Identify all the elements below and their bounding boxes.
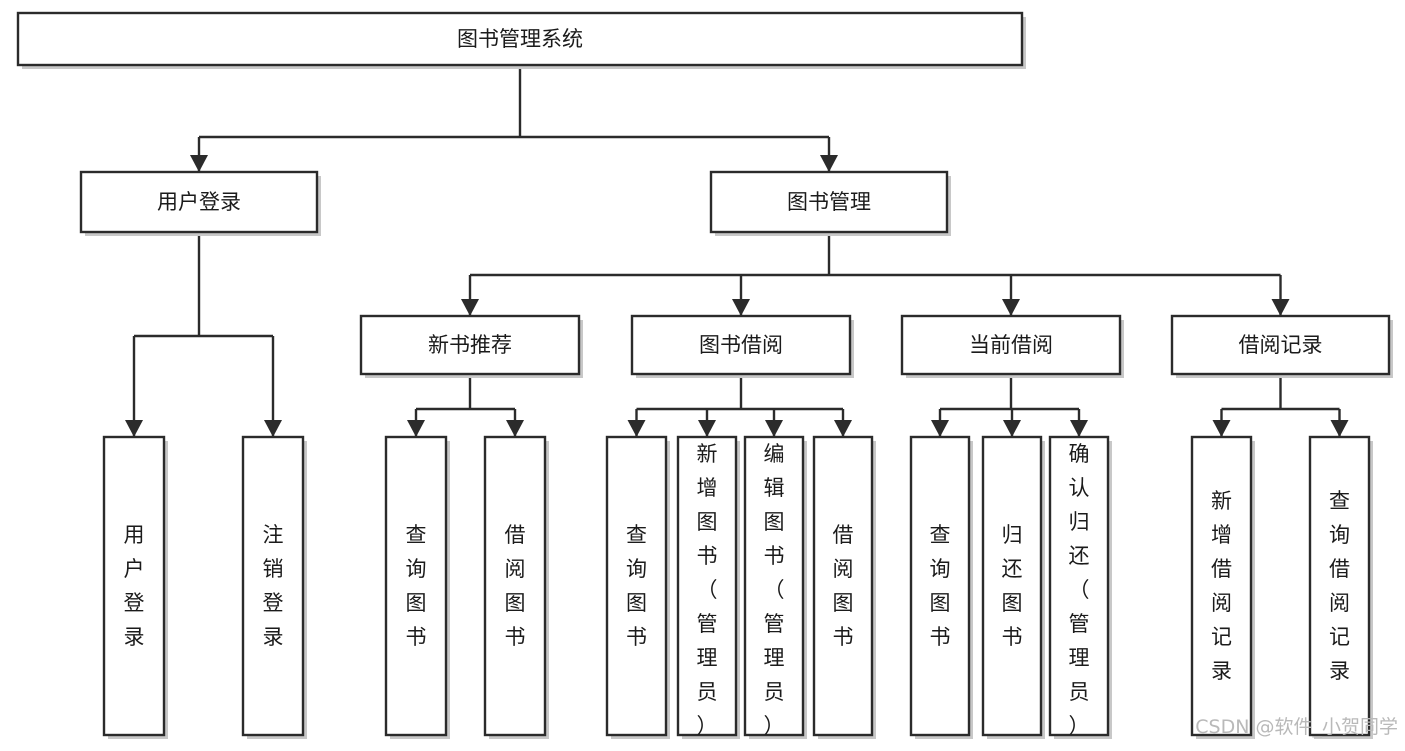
node-label-vertical: 注销登录 [263, 523, 284, 649]
node-user-login[interactable]: 用户登录 [79, 170, 321, 236]
arrow-head-leaf-add-book [698, 420, 716, 437]
node-box[interactable] [1308, 435, 1371, 737]
node-book-borrow[interactable]: 图书借阅 [630, 314, 854, 378]
node-label-vertical: 查询图书 [626, 523, 647, 649]
node-label-vertical: 查询图书 [406, 523, 427, 649]
node-label-vertical: 借阅图书 [833, 523, 854, 649]
node-leaf-query-book-3[interactable]: 查询图书 [909, 435, 973, 739]
node-label: 图书管理 [787, 190, 871, 214]
node-leaf-user-logout[interactable]: 注销登录 [241, 435, 307, 739]
node-leaf-edit-book[interactable]: 编辑图书（管理员） [743, 435, 807, 739]
node-label: 当前借阅 [969, 333, 1053, 357]
node-leaf-query-book-2[interactable]: 查询图书 [605, 435, 670, 739]
node-box[interactable] [981, 435, 1043, 737]
node-box[interactable] [605, 435, 668, 737]
node-leaf-query-book-1[interactable]: 查询图书 [384, 435, 450, 739]
node-root[interactable]: 图书管理系统 [16, 11, 1026, 69]
node-leaf-confirm-return[interactable]: 确认归还（管理员） [1048, 435, 1112, 739]
node-box[interactable] [1048, 435, 1110, 737]
node-box[interactable] [900, 314, 1122, 376]
arrow-head-leaf-borrow-book-1 [506, 420, 524, 437]
node-box[interactable] [102, 435, 166, 737]
node-box[interactable] [483, 435, 547, 737]
node-box[interactable] [709, 170, 949, 234]
arrow-head-book-mgmt [820, 155, 838, 172]
arrow-head-current-borrow [1002, 299, 1020, 316]
node-label-vertical: 查询借阅记录 [1329, 489, 1350, 683]
arrow-head-book-borrow [732, 299, 750, 316]
node-box[interactable] [909, 435, 971, 737]
arrow-head-leaf-confirm-return [1070, 420, 1088, 437]
node-leaf-return-book[interactable]: 归还图书 [981, 435, 1045, 739]
node-label: 图书管理系统 [457, 27, 583, 51]
node-box[interactable] [743, 435, 805, 737]
arrow-head-new-book-rec [461, 299, 479, 316]
node-leaf-add-record[interactable]: 新增借阅记录 [1190, 435, 1255, 739]
node-box[interactable] [359, 314, 581, 376]
node-leaf-add-book[interactable]: 新增图书（管理员） [676, 435, 740, 739]
node-leaf-user-login[interactable]: 用户登录 [102, 435, 168, 739]
node-label-vertical: 借阅图书 [505, 523, 526, 649]
arrow-head-leaf-edit-book [765, 420, 783, 437]
node-new-book-rec[interactable]: 新书推荐 [359, 314, 583, 378]
node-label-vertical: 新增图书（管理员） [697, 442, 718, 738]
arrow-head-leaf-borrow-book-2 [834, 420, 852, 437]
node-box[interactable] [1170, 314, 1391, 376]
node-label-vertical: 编辑图书（管理员） [764, 442, 785, 738]
arrow-head-leaf-query-book-2 [627, 420, 646, 437]
arrow-head-leaf-query-book-3 [931, 420, 949, 437]
node-leaf-borrow-book-1[interactable]: 借阅图书 [483, 435, 549, 739]
node-label: 借阅记录 [1239, 333, 1323, 357]
node-label-vertical: 归还图书 [1002, 523, 1023, 649]
node-box[interactable] [16, 11, 1024, 67]
csdn-watermark: CSDN @软件_小贺同学 [1195, 716, 1398, 738]
node-label-vertical: 确认归还（管理员） [1069, 442, 1090, 738]
arrow-head-leaf-query-record [1330, 420, 1349, 437]
node-box[interactable] [241, 435, 305, 737]
node-label: 新书推荐 [428, 333, 512, 357]
node-leaf-borrow-book-2[interactable]: 借阅图书 [812, 435, 876, 739]
arrow-head-leaf-user-logout [264, 420, 282, 437]
arrow-head-leaf-query-book-1 [407, 420, 425, 437]
arrow-head-leaf-add-record [1212, 420, 1231, 437]
node-leaf-query-record[interactable]: 查询借阅记录 [1308, 435, 1373, 739]
connector-layer [125, 65, 1349, 437]
node-book-mgmt[interactable]: 图书管理 [709, 170, 951, 236]
arrow-head-borrow-record [1271, 299, 1290, 316]
node-label-vertical: 查询图书 [930, 523, 951, 649]
node-label-vertical: 新增借阅记录 [1211, 489, 1232, 683]
node-box[interactable] [630, 314, 852, 376]
node-borrow-record[interactable]: 借阅记录 [1170, 314, 1393, 378]
node-box[interactable] [812, 435, 874, 737]
node-current-borrow[interactable]: 当前借阅 [900, 314, 1124, 378]
arrow-head-leaf-user-login [125, 420, 143, 437]
node-box[interactable] [79, 170, 319, 234]
node-box[interactable] [1190, 435, 1253, 737]
arrow-head-leaf-return-book [1003, 420, 1021, 437]
node-label-vertical: 用户登录 [124, 523, 145, 649]
node-label: 图书借阅 [699, 333, 783, 357]
node-box[interactable] [676, 435, 738, 737]
node-layer: 图书管理系统用户登录图书管理新书推荐图书借阅当前借阅借阅记录用户登录注销登录查询… [16, 11, 1393, 739]
arrow-head-user-login [190, 155, 208, 172]
node-box[interactable] [384, 435, 448, 737]
node-label: 用户登录 [157, 190, 241, 214]
